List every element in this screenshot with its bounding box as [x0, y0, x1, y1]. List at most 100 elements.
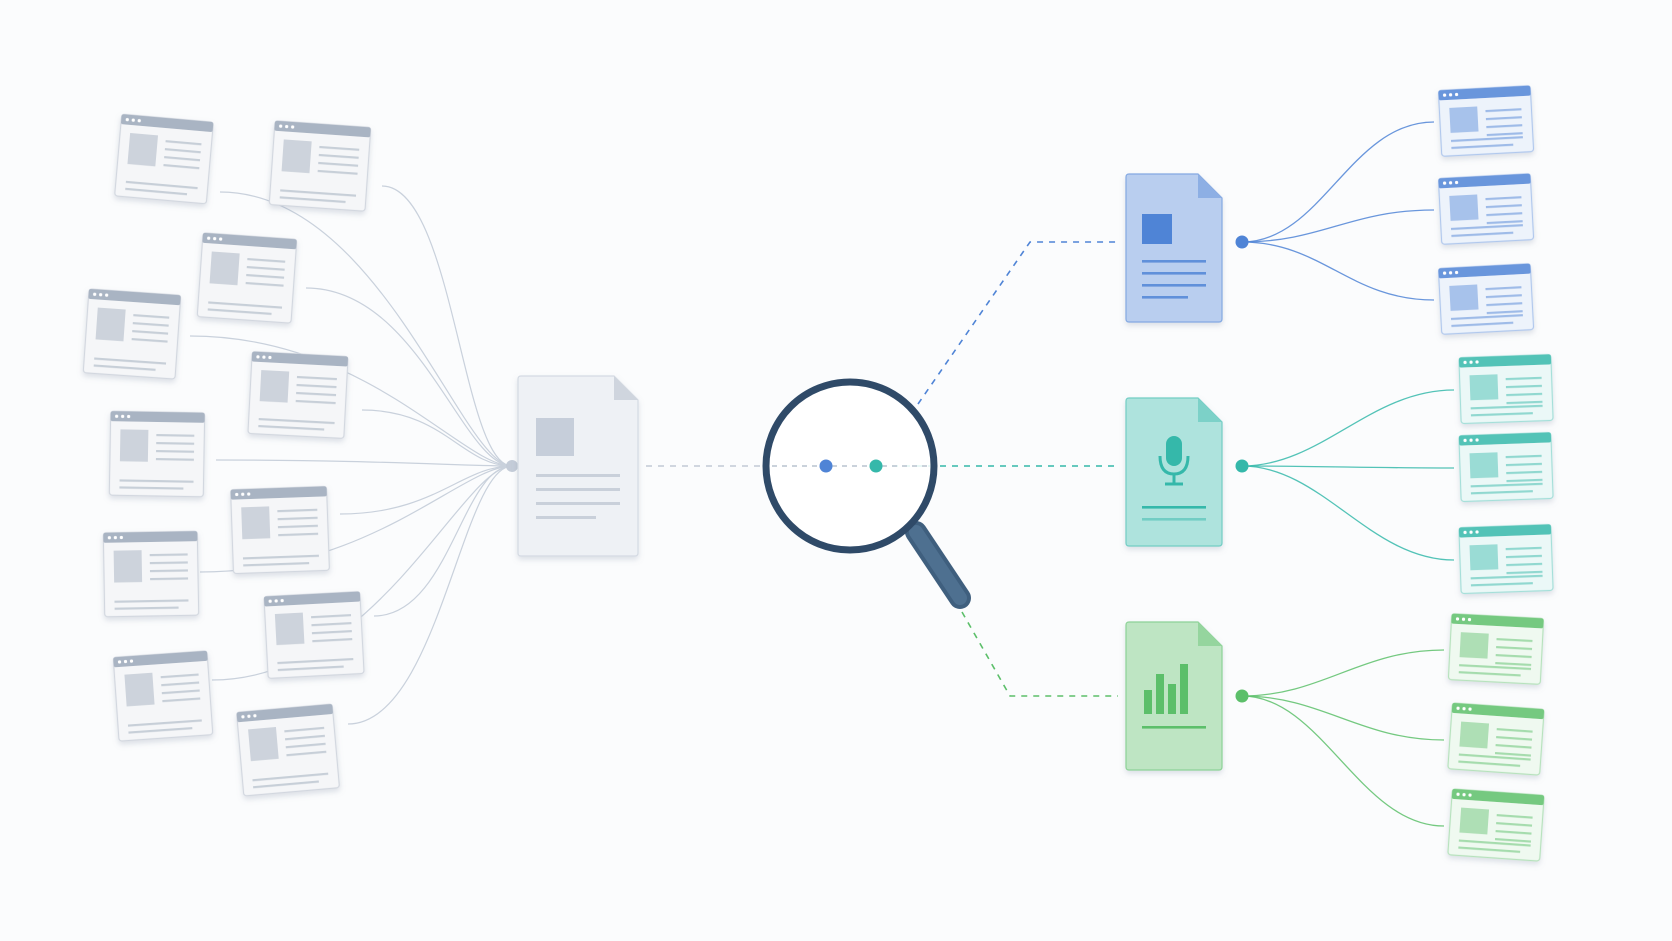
source-web-page — [102, 530, 200, 618]
page-text-line — [131, 337, 168, 343]
source-web-page — [114, 113, 214, 205]
branch-dot — [1235, 235, 1249, 249]
page-text-line — [165, 140, 202, 146]
page-text-line — [156, 449, 195, 453]
page-text-line — [277, 665, 344, 672]
page-image-placeholder — [1459, 721, 1490, 749]
page-title-bar — [1451, 613, 1544, 629]
source-hub-dot — [506, 460, 518, 472]
document-fold — [1198, 174, 1222, 198]
page-text-line — [114, 606, 179, 610]
page-text-line — [1458, 760, 1521, 767]
window-dot-icon — [291, 125, 295, 129]
window-dot-icon — [1448, 93, 1453, 97]
window-dot-icon — [105, 293, 109, 297]
text-line — [1142, 284, 1206, 287]
page-image-placeholder — [1459, 632, 1489, 659]
window-dot-icon — [253, 714, 257, 718]
output-web-page — [1458, 431, 1554, 503]
window-dot-icon — [131, 118, 135, 122]
page-text-line — [119, 479, 194, 483]
window-dot-icon — [1462, 707, 1466, 711]
page-text-line — [1485, 204, 1522, 209]
window-dot-icon — [274, 599, 278, 603]
page-title-bar — [264, 591, 361, 607]
page-text-line — [278, 532, 319, 537]
microphone-icon — [1125, 397, 1223, 547]
bar-chart-icon — [1125, 621, 1223, 771]
page-text-line — [311, 630, 352, 635]
window-dot-icon — [1463, 530, 1467, 535]
page-text-line — [1496, 728, 1533, 733]
page-text-line — [277, 508, 318, 513]
page-image-placeholder — [119, 429, 149, 462]
window-dot-icon — [1454, 270, 1459, 275]
page-text-line — [1506, 562, 1543, 567]
page-text-line — [132, 330, 169, 335]
page-text-line — [1485, 294, 1522, 299]
page-image-placeholder — [241, 506, 271, 540]
chart-bar — [1156, 674, 1164, 714]
page-text-line — [243, 562, 310, 567]
window-dot-icon — [125, 118, 129, 122]
page-text-line — [242, 554, 319, 560]
page-text-line — [125, 180, 198, 190]
document-fold — [614, 376, 638, 400]
window-dot-icon — [1462, 793, 1466, 797]
page-text-line — [312, 638, 353, 643]
document-text-line — [536, 488, 620, 491]
page-text-line — [1495, 661, 1532, 667]
source-web-page — [236, 703, 340, 797]
window-dot-icon — [219, 237, 223, 241]
page-text-line — [161, 681, 200, 687]
page-text-line — [93, 364, 156, 371]
document-fold — [1198, 398, 1222, 422]
window-dot-icon — [129, 659, 134, 663]
text-line — [1142, 518, 1206, 521]
source-web-page — [196, 232, 298, 324]
window-dot-icon — [241, 492, 245, 496]
source-web-page — [268, 120, 372, 212]
document-text-line — [536, 502, 620, 505]
page-text-line — [1496, 736, 1533, 741]
window-dot-icon — [115, 414, 119, 418]
magnifying-glass-icon — [762, 378, 971, 609]
page-frame — [112, 650, 214, 742]
window-dot-icon — [268, 599, 272, 603]
output-web-page — [1447, 702, 1545, 776]
page-text-line — [149, 569, 188, 573]
central-document-group — [506, 375, 639, 557]
page-text-line — [1506, 470, 1543, 475]
page-text-line — [277, 516, 318, 521]
text-line — [1142, 296, 1188, 299]
source-link-line — [305, 287, 513, 467]
branch-dot — [1235, 459, 1249, 473]
page-text-line — [246, 265, 285, 271]
window-dot-icon — [207, 236, 211, 240]
page-text-line — [1451, 143, 1514, 150]
window-dot-icon — [1456, 706, 1460, 710]
page-image-placeholder — [248, 726, 279, 762]
output-documents — [1125, 85, 1554, 862]
window-dot-icon — [241, 715, 245, 719]
document-body — [1125, 397, 1223, 547]
page-text-line — [150, 577, 189, 581]
window-dot-icon — [213, 237, 217, 241]
page-text-line — [252, 772, 329, 782]
page-text-line — [119, 486, 184, 490]
source-web-page — [247, 351, 349, 439]
page-text-line — [1470, 412, 1533, 417]
page-text-line — [1496, 646, 1533, 651]
page-text-line — [164, 156, 201, 162]
output-link-line — [1241, 649, 1445, 697]
query-dot-teal — [869, 459, 883, 473]
page-text-line — [156, 433, 195, 437]
page-text-line — [1505, 554, 1542, 559]
window-dot-icon — [93, 292, 97, 296]
document-body — [517, 375, 639, 557]
output-link-line — [1241, 465, 1455, 469]
page-image-placeholder — [209, 251, 240, 286]
page-text-line — [295, 399, 336, 405]
window-dot-icon — [1468, 707, 1472, 711]
